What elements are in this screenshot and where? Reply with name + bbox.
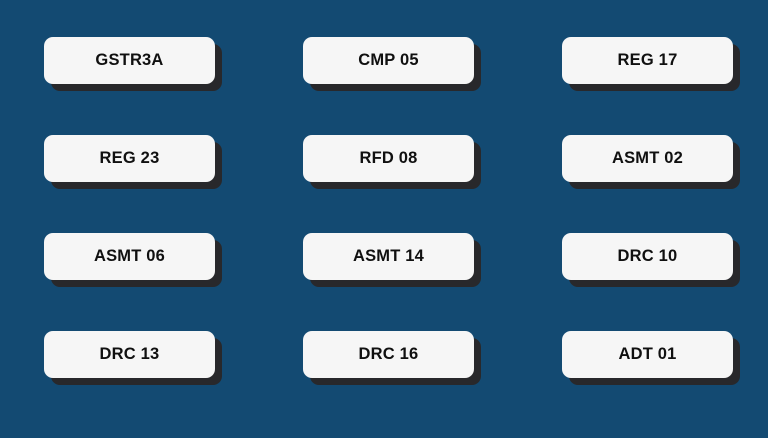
form-button-drc-10[interactable]: DRC 10: [562, 233, 733, 280]
form-button-asmt-06[interactable]: ASMT 06: [44, 233, 215, 280]
form-button-rfd-08[interactable]: RFD 08: [303, 135, 474, 182]
form-button-gstr3a[interactable]: GSTR3A: [44, 37, 215, 84]
form-button-grid: GSTR3A CMP 05 REG 17 REG 23 RFD 08 ASMT 02 ASM…: [44, 37, 733, 378]
form-button-reg-23[interactable]: REG 23: [44, 135, 215, 182]
form-button-drc-16[interactable]: DRC 16: [303, 331, 474, 378]
form-button-adt-01[interactable]: ADT 01: [562, 331, 733, 378]
form-button-asmt-02[interactable]: ASMT 02: [562, 135, 733, 182]
form-button-cmp-05[interactable]: CMP 05: [303, 37, 474, 84]
form-button-asmt-14[interactable]: ASMT 14: [303, 233, 474, 280]
form-button-drc-13[interactable]: DRC 13: [44, 331, 215, 378]
form-button-reg-17[interactable]: REG 17: [562, 37, 733, 84]
